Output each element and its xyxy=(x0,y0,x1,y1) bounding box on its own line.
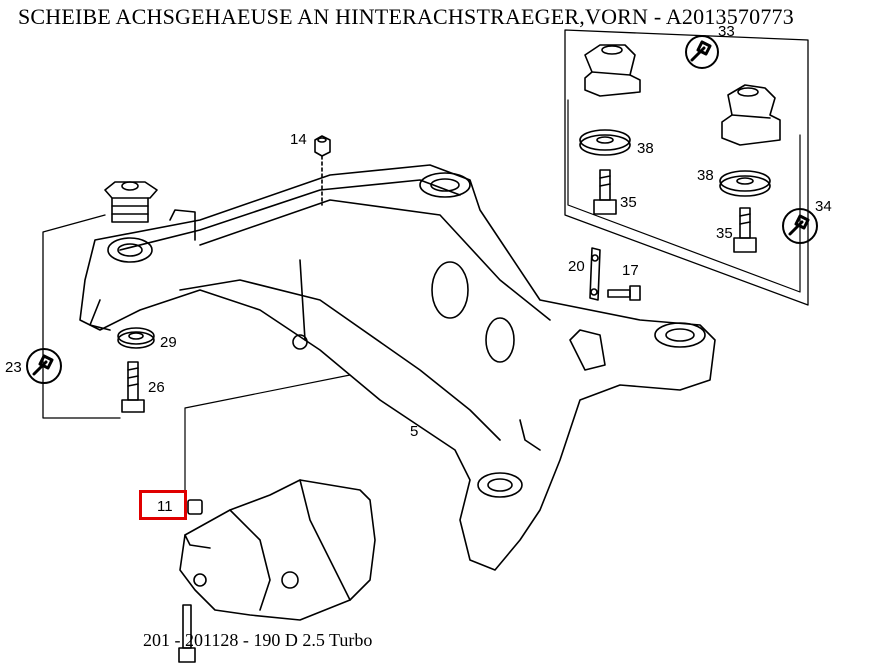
wrench-icon-23 xyxy=(26,348,62,384)
bolt-35-a xyxy=(593,169,617,215)
callout-33: 33 xyxy=(718,23,735,40)
callout-35-a: 35 xyxy=(620,194,637,211)
highlight-box-part-11[interactable] xyxy=(139,490,187,520)
washer-38-b xyxy=(719,170,771,197)
rubber-mount-33-a xyxy=(584,44,641,97)
bolt-35-b xyxy=(733,207,757,253)
callout-17: 17 xyxy=(622,262,639,279)
callout-35-b: 35 xyxy=(716,225,733,242)
frame-right-inner xyxy=(567,99,801,293)
callout-20: 20 xyxy=(568,258,585,275)
callout-5: 5 xyxy=(410,423,418,440)
callout-14: 14 xyxy=(290,131,307,148)
bolt-17 xyxy=(607,285,641,301)
wrench-icon-33 xyxy=(685,35,719,69)
bolt-bottom xyxy=(178,604,196,663)
vehicle-model-caption: 201 - 201128 - 190 D 2.5 Turbo xyxy=(143,630,373,650)
callout-38-a: 38 xyxy=(637,140,654,157)
washer-29 xyxy=(117,327,155,349)
rubber-mount-left xyxy=(104,181,158,223)
callout-29: 29 xyxy=(160,334,177,351)
diagram-title: SCHEIBE ACHSGEHAEUSE AN HINTERACHSTRAEGE… xyxy=(18,4,794,29)
callout-23: 23 xyxy=(5,359,22,376)
callout-38-b: 38 xyxy=(697,167,714,184)
bracket-20 xyxy=(589,247,601,301)
bolt-26 xyxy=(121,361,145,413)
frame-right-group xyxy=(564,29,809,306)
nut-14 xyxy=(314,135,331,206)
callout-26: 26 xyxy=(148,379,165,396)
rubber-mount-33-b xyxy=(721,84,781,146)
callout-11: 11 xyxy=(157,498,173,515)
callout-34: 34 xyxy=(815,198,832,215)
frame-left-group xyxy=(42,214,121,419)
washer-38-a xyxy=(579,129,631,156)
rear-axle-carrier xyxy=(79,164,716,571)
differential-housing xyxy=(179,479,376,621)
wrench-icon-34 xyxy=(782,208,818,244)
leader-11 xyxy=(184,374,351,493)
